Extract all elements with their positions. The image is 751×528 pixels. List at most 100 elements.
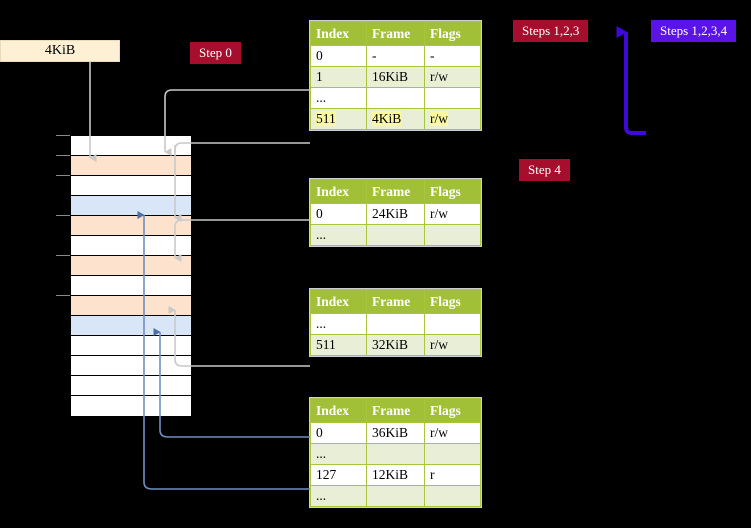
cell-index: ... bbox=[316, 488, 327, 503]
cell-frame: 16KiB bbox=[372, 69, 409, 84]
table-cell-index: 0 bbox=[310, 422, 367, 444]
cell-frame: 24KiB bbox=[372, 206, 409, 221]
table-cell-index: ... bbox=[310, 443, 367, 465]
table-cell-flags: r/w bbox=[424, 334, 481, 356]
cell-index: 1 bbox=[316, 69, 323, 84]
table-cell-flags: r/w bbox=[424, 203, 481, 225]
table-cell-index: 0 bbox=[310, 203, 367, 225]
table-cell-index: 511 bbox=[310, 334, 367, 356]
table-cell-frame: 36KiB bbox=[366, 422, 425, 444]
table-cell-index: 511 bbox=[310, 108, 367, 130]
column-header-frame: Frame bbox=[366, 398, 425, 423]
table-cell-frame: 24KiB bbox=[366, 203, 425, 225]
cell-flags: r bbox=[430, 467, 435, 482]
table-cell-index: ... bbox=[310, 87, 367, 109]
kib-box-label: 4KiB bbox=[44, 43, 76, 58]
step-4-badge: Step 4 bbox=[519, 159, 570, 181]
column-header-index: Index bbox=[310, 398, 367, 423]
memory-cell-7 bbox=[71, 276, 191, 296]
memory-tick-5 bbox=[56, 295, 70, 296]
step-0-label: Step 0 bbox=[199, 45, 232, 60]
memory-cell-12 bbox=[71, 376, 191, 396]
wire-t2row511-to-memory bbox=[168, 306, 310, 367]
cell-index: 0 bbox=[316, 425, 323, 440]
cell-frame: 4KiB bbox=[372, 111, 402, 126]
cell-frame: 36KiB bbox=[372, 425, 409, 440]
cell-flags: r/w bbox=[430, 111, 448, 126]
table-cell-frame: 4KiB bbox=[366, 108, 425, 130]
table-cell-index: 1 bbox=[310, 66, 367, 88]
memory-cell-4 bbox=[71, 216, 191, 236]
table-row: ... bbox=[310, 485, 481, 507]
table-row: ... bbox=[310, 224, 481, 246]
memory-cell-8 bbox=[71, 296, 191, 316]
memory-cell-5 bbox=[71, 236, 191, 256]
cell-index: ... bbox=[316, 227, 327, 242]
table-cell-flags bbox=[424, 224, 481, 246]
table-cell-frame: - bbox=[366, 45, 425, 67]
table-row: 0 36KiB r/w bbox=[310, 422, 481, 444]
table-cell-flags: r/w bbox=[424, 422, 481, 444]
steps-123-label: Steps 1,2,3 bbox=[522, 23, 580, 38]
cell-index: ... bbox=[316, 90, 327, 105]
table-cell-index: ... bbox=[310, 224, 367, 246]
steps-1234-bracket-arrow bbox=[616, 26, 646, 135]
cell-flags: - bbox=[430, 48, 435, 63]
steps-1234-badge: Steps 1,2,3,4 bbox=[651, 20, 737, 42]
cell-frame: 12KiB bbox=[372, 467, 409, 482]
column-header-index: Index bbox=[310, 179, 367, 204]
memory-cell-1 bbox=[71, 156, 191, 176]
column-header-frame: Frame bbox=[366, 179, 425, 204]
table-cell-flags bbox=[424, 485, 481, 507]
table-row: 1 16KiB r/w bbox=[310, 66, 481, 88]
kib-box: 4KiB bbox=[0, 40, 120, 62]
column-header-index: Index bbox=[310, 21, 367, 46]
memory-tick-1 bbox=[56, 155, 70, 156]
table-cell-flags: - bbox=[424, 45, 481, 67]
cell-index: 127 bbox=[316, 467, 337, 482]
cell-flags: r/w bbox=[430, 425, 448, 440]
table-cell-frame bbox=[366, 313, 425, 335]
table-cell-frame bbox=[366, 224, 425, 246]
memory-cell-6 bbox=[71, 256, 191, 276]
cell-flags: r/w bbox=[430, 337, 448, 352]
memory-cell-11 bbox=[71, 356, 191, 376]
table-row: ... bbox=[310, 443, 481, 465]
cell-index: 511 bbox=[316, 111, 336, 126]
cell-index: ... bbox=[316, 316, 327, 331]
table-cell-index: 0 bbox=[310, 45, 367, 67]
table-cell-flags bbox=[424, 87, 481, 109]
table-cell-frame: 12KiB bbox=[366, 464, 425, 486]
table-cell-frame bbox=[366, 87, 425, 109]
table-cell-frame bbox=[366, 443, 425, 465]
table-cell-frame: 16KiB bbox=[366, 66, 425, 88]
memory-tick-3 bbox=[56, 215, 70, 216]
table-cell-flags bbox=[424, 443, 481, 465]
cell-flags: r/w bbox=[430, 69, 448, 84]
steps-123-badge: Steps 1,2,3 bbox=[513, 20, 589, 42]
cell-frame: - bbox=[372, 48, 377, 63]
memory-cell-10 bbox=[71, 336, 191, 356]
column-header-flags: Flags bbox=[424, 179, 481, 204]
step-4-label: Step 4 bbox=[528, 162, 561, 177]
column-header-flags: Flags bbox=[424, 21, 481, 46]
table-row: ... bbox=[310, 87, 481, 109]
steps-1234-label: Steps 1,2,3,4 bbox=[660, 23, 728, 38]
table-cell-index: ... bbox=[310, 485, 367, 507]
memory-tick-0 bbox=[56, 135, 70, 136]
memory-cell-2 bbox=[71, 176, 191, 196]
table-cell-index: 127 bbox=[310, 464, 367, 486]
memory-tick-2 bbox=[56, 175, 70, 176]
memory-tick-4 bbox=[56, 255, 70, 256]
cell-frame: 32KiB bbox=[372, 337, 409, 352]
cell-index: 0 bbox=[316, 206, 323, 221]
table-cell-frame: 32KiB bbox=[366, 334, 425, 356]
column-header-index: Index bbox=[310, 289, 367, 314]
wire-t1row0-to-memory bbox=[174, 219, 310, 262]
column-header-frame: Frame bbox=[366, 289, 425, 314]
column-header-flags: Flags bbox=[424, 398, 481, 423]
